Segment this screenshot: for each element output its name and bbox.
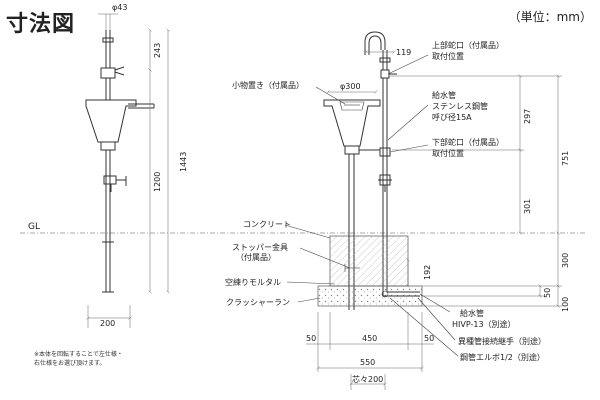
right-concrete-block <box>329 235 409 287</box>
dim-faucet-height: 243 <box>153 43 162 58</box>
dim-192: 192 <box>423 265 432 280</box>
dim-center-pitch: 芯々200 <box>352 374 383 384</box>
label-supply-pipe-2: ステンレス鋼管 <box>432 101 488 111</box>
label-supply-pipe-1: 給水管 <box>432 90 456 100</box>
label-hivp-1: 給水管 <box>460 308 484 318</box>
leader-elbow <box>389 297 459 357</box>
dim-300: 300 <box>561 253 570 268</box>
label-crusher: クラッシャーラン <box>226 298 290 307</box>
dim-bowl-diameter: φ300 <box>340 82 361 91</box>
dim-100: 100 <box>561 297 570 312</box>
dim-top-diameter: φ43 <box>112 3 127 12</box>
dim-50: 50 <box>543 288 552 298</box>
leader-supply-pipe <box>387 104 429 141</box>
right-accessory-shelf <box>339 101 365 111</box>
ground-line: GL <box>20 222 585 234</box>
label-supply-pipe-3: 呼び径15A <box>432 112 472 122</box>
left-upper-faucet-body <box>100 67 116 79</box>
right-hivp-pipe <box>382 290 420 297</box>
leader-shelf <box>315 86 346 105</box>
label-concrete: コンクリート <box>243 220 291 229</box>
leader-hivp <box>419 293 451 313</box>
footnote: ※本体を回転することで左仕様・ 右仕様をお選び頂けます。 <box>34 350 123 368</box>
dim-base-left-margin: 50 <box>306 334 316 343</box>
unit-note: （単位：mm） <box>508 10 592 24</box>
page-title: 寸法図 <box>6 12 76 37</box>
left-bowl <box>85 99 137 143</box>
leader-mortar <box>286 281 336 285</box>
dim-faucet-offset: 119 <box>396 48 411 57</box>
leader-joint <box>417 297 456 341</box>
label-mortar: 空練りモルタル <box>225 277 281 287</box>
label-joint: 異種管接続継手（別途） <box>458 336 546 346</box>
label-stopper-1: ストッパー金具 <box>232 242 288 252</box>
leader-stopper <box>299 247 351 269</box>
leader-lower-faucet <box>389 144 429 153</box>
label-lower-faucet-1: 下部蛇口（付属品） <box>432 137 504 147</box>
right-elbow <box>381 290 389 298</box>
dim-base-width: 450 <box>362 334 377 343</box>
label-elbow: 鋼管エルボ1/2（別途） <box>460 352 545 362</box>
dim-left-base-width: 200 <box>100 319 115 328</box>
left-top-cap <box>102 37 114 43</box>
gl-label: GL <box>28 222 40 232</box>
dim-height-above-gl: 1200 <box>153 172 162 192</box>
right-gooseneck <box>364 31 386 55</box>
label-upper-faucet-1: 上部蛇口（付属品） <box>432 40 504 50</box>
label-lower-faucet-2: 取付位置 <box>432 148 464 158</box>
label-upper-faucet-2: 取付位置 <box>432 51 464 61</box>
dim-297: 297 <box>523 109 532 124</box>
dim-751: 751 <box>561 151 570 166</box>
dim-base-right-margin: 50 <box>424 334 434 343</box>
right-bowl <box>323 99 381 147</box>
dim-301: 301 <box>523 199 532 214</box>
footnote-line-1: ※本体を回転することで左仕様・ <box>34 351 123 358</box>
dim-base-total: 550 <box>360 358 375 367</box>
leader-crusher <box>297 297 321 303</box>
leader-concrete <box>284 224 331 239</box>
leader-upper-faucet <box>387 54 429 75</box>
dim-total-height: 1443 <box>179 152 188 172</box>
label-accessory-shelf: 小物置き（付属品） <box>232 80 304 90</box>
left-side-view: φ43 243 1443 1200 200 <box>85 3 188 328</box>
right-upper-faucet-mount <box>380 69 390 79</box>
label-stopper-2: （付属品） <box>236 252 276 262</box>
right-section-view: コンクリート ストッパー金具 （付属品） 空練りモルタル クラッシャーラン 小物… <box>225 31 570 390</box>
footnote-line-2: 右仕様をお選び頂けます。 <box>34 360 106 367</box>
right-lower-faucet-mount <box>379 147 391 157</box>
left-upper-faucet-handle <box>114 66 125 71</box>
label-hivp-2: HIVP-13（別途） <box>452 319 516 329</box>
